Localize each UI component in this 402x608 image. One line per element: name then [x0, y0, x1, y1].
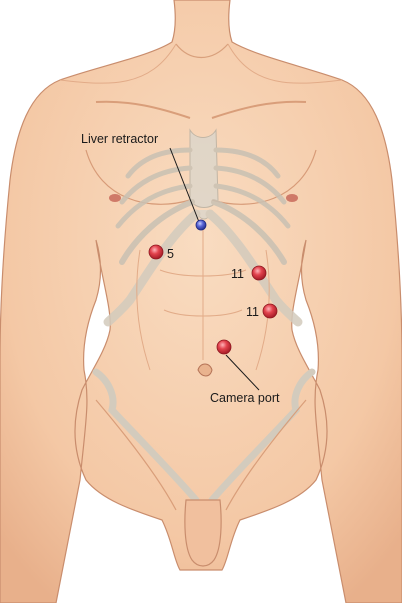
liver-retractor-label: Liver retractor	[81, 132, 159, 146]
port-11-upper	[251, 265, 267, 281]
neck-shadow	[175, 43, 229, 58]
semilunar-left	[136, 249, 151, 371]
trapezius-right	[227, 43, 343, 84]
nipple-right	[286, 194, 298, 202]
nipple-left	[109, 194, 121, 202]
genital-area	[184, 499, 222, 567]
liver-retractor-port	[195, 219, 207, 231]
abdominal-line-2	[163, 309, 243, 317]
groin-right	[225, 399, 307, 511]
trapezius-left	[59, 43, 177, 84]
port-11-lower-label: 11	[246, 305, 259, 319]
camera-port	[216, 339, 232, 355]
liver-retractor-leader	[169, 147, 200, 223]
clavicle-left	[95, 100, 191, 119]
iliac-crest-right	[208, 368, 316, 504]
port-11-upper-label: 11	[231, 267, 244, 281]
ribcage	[103, 128, 303, 327]
navel	[197, 363, 213, 377]
port-11-lower	[262, 303, 278, 319]
clavicle-right	[211, 100, 307, 119]
iliac-crest-left	[92, 368, 200, 504]
port-5-label: 5	[167, 247, 174, 261]
camera-port-label: Camera port	[210, 391, 280, 405]
camera-port-leader	[225, 354, 260, 391]
groin-left	[95, 399, 177, 511]
port-5	[148, 244, 164, 260]
pectoral-right	[211, 149, 317, 205]
abdominal-line-1	[159, 269, 247, 277]
